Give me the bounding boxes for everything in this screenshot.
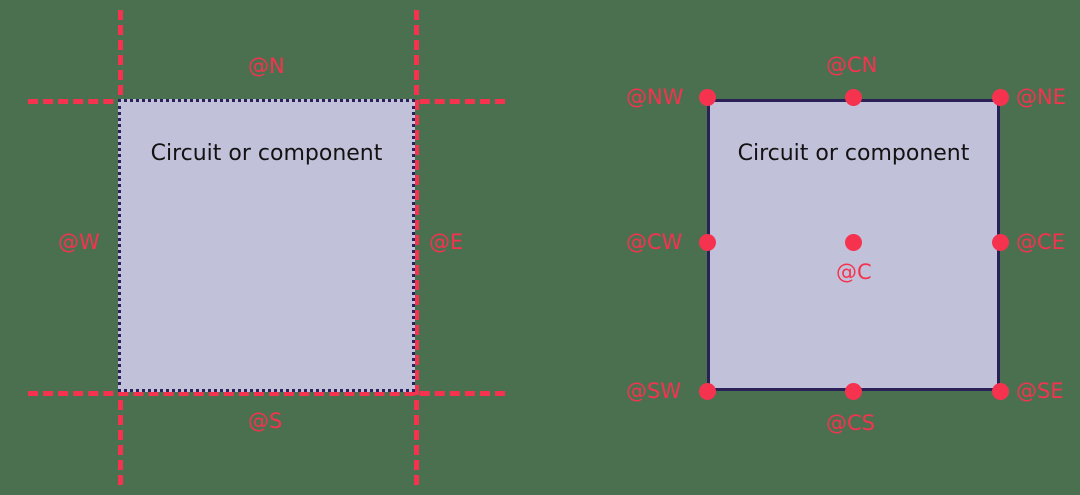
component-box-caption: Circuit or component [150, 141, 383, 166]
anchor-label-east: @E [429, 230, 464, 254]
anchor-label-center-south: @CS [826, 411, 875, 435]
anchor-label-southwest: @SW [626, 379, 682, 403]
anchor-dot-northwest [698, 88, 716, 106]
anchor-dot-center-west [698, 233, 716, 251]
guide-line-east [414, 10, 419, 485]
anchor-label-center-east: @CE [1016, 230, 1065, 254]
anchor-dot-southeast [991, 382, 1009, 400]
anchor-label-center-north: @CN [826, 53, 878, 77]
anchor-dot-northeast [991, 88, 1009, 106]
anchor-dot-center [844, 233, 862, 251]
anchor-label-northwest: @NW [626, 85, 684, 109]
component-box-caption: Circuit or component [737, 141, 970, 166]
anchor-label-south: @S [248, 409, 283, 433]
component-box [118, 99, 415, 392]
anchor-dot-southwest [698, 382, 716, 400]
anchor-label-west: @W [58, 230, 100, 254]
anchor-dot-center-south [844, 382, 862, 400]
anchor-dot-center-north [844, 88, 862, 106]
anchor-label-northeast: @NE [1016, 85, 1066, 109]
anchor-label-center: @C [836, 260, 872, 284]
anchor-label-center-west: @CW [626, 230, 683, 254]
anchor-label-north: @N [248, 54, 285, 78]
guide-line-south [28, 391, 505, 396]
anchor-label-southeast: @SE [1016, 379, 1064, 403]
anchor-dot-center-east [991, 233, 1009, 251]
